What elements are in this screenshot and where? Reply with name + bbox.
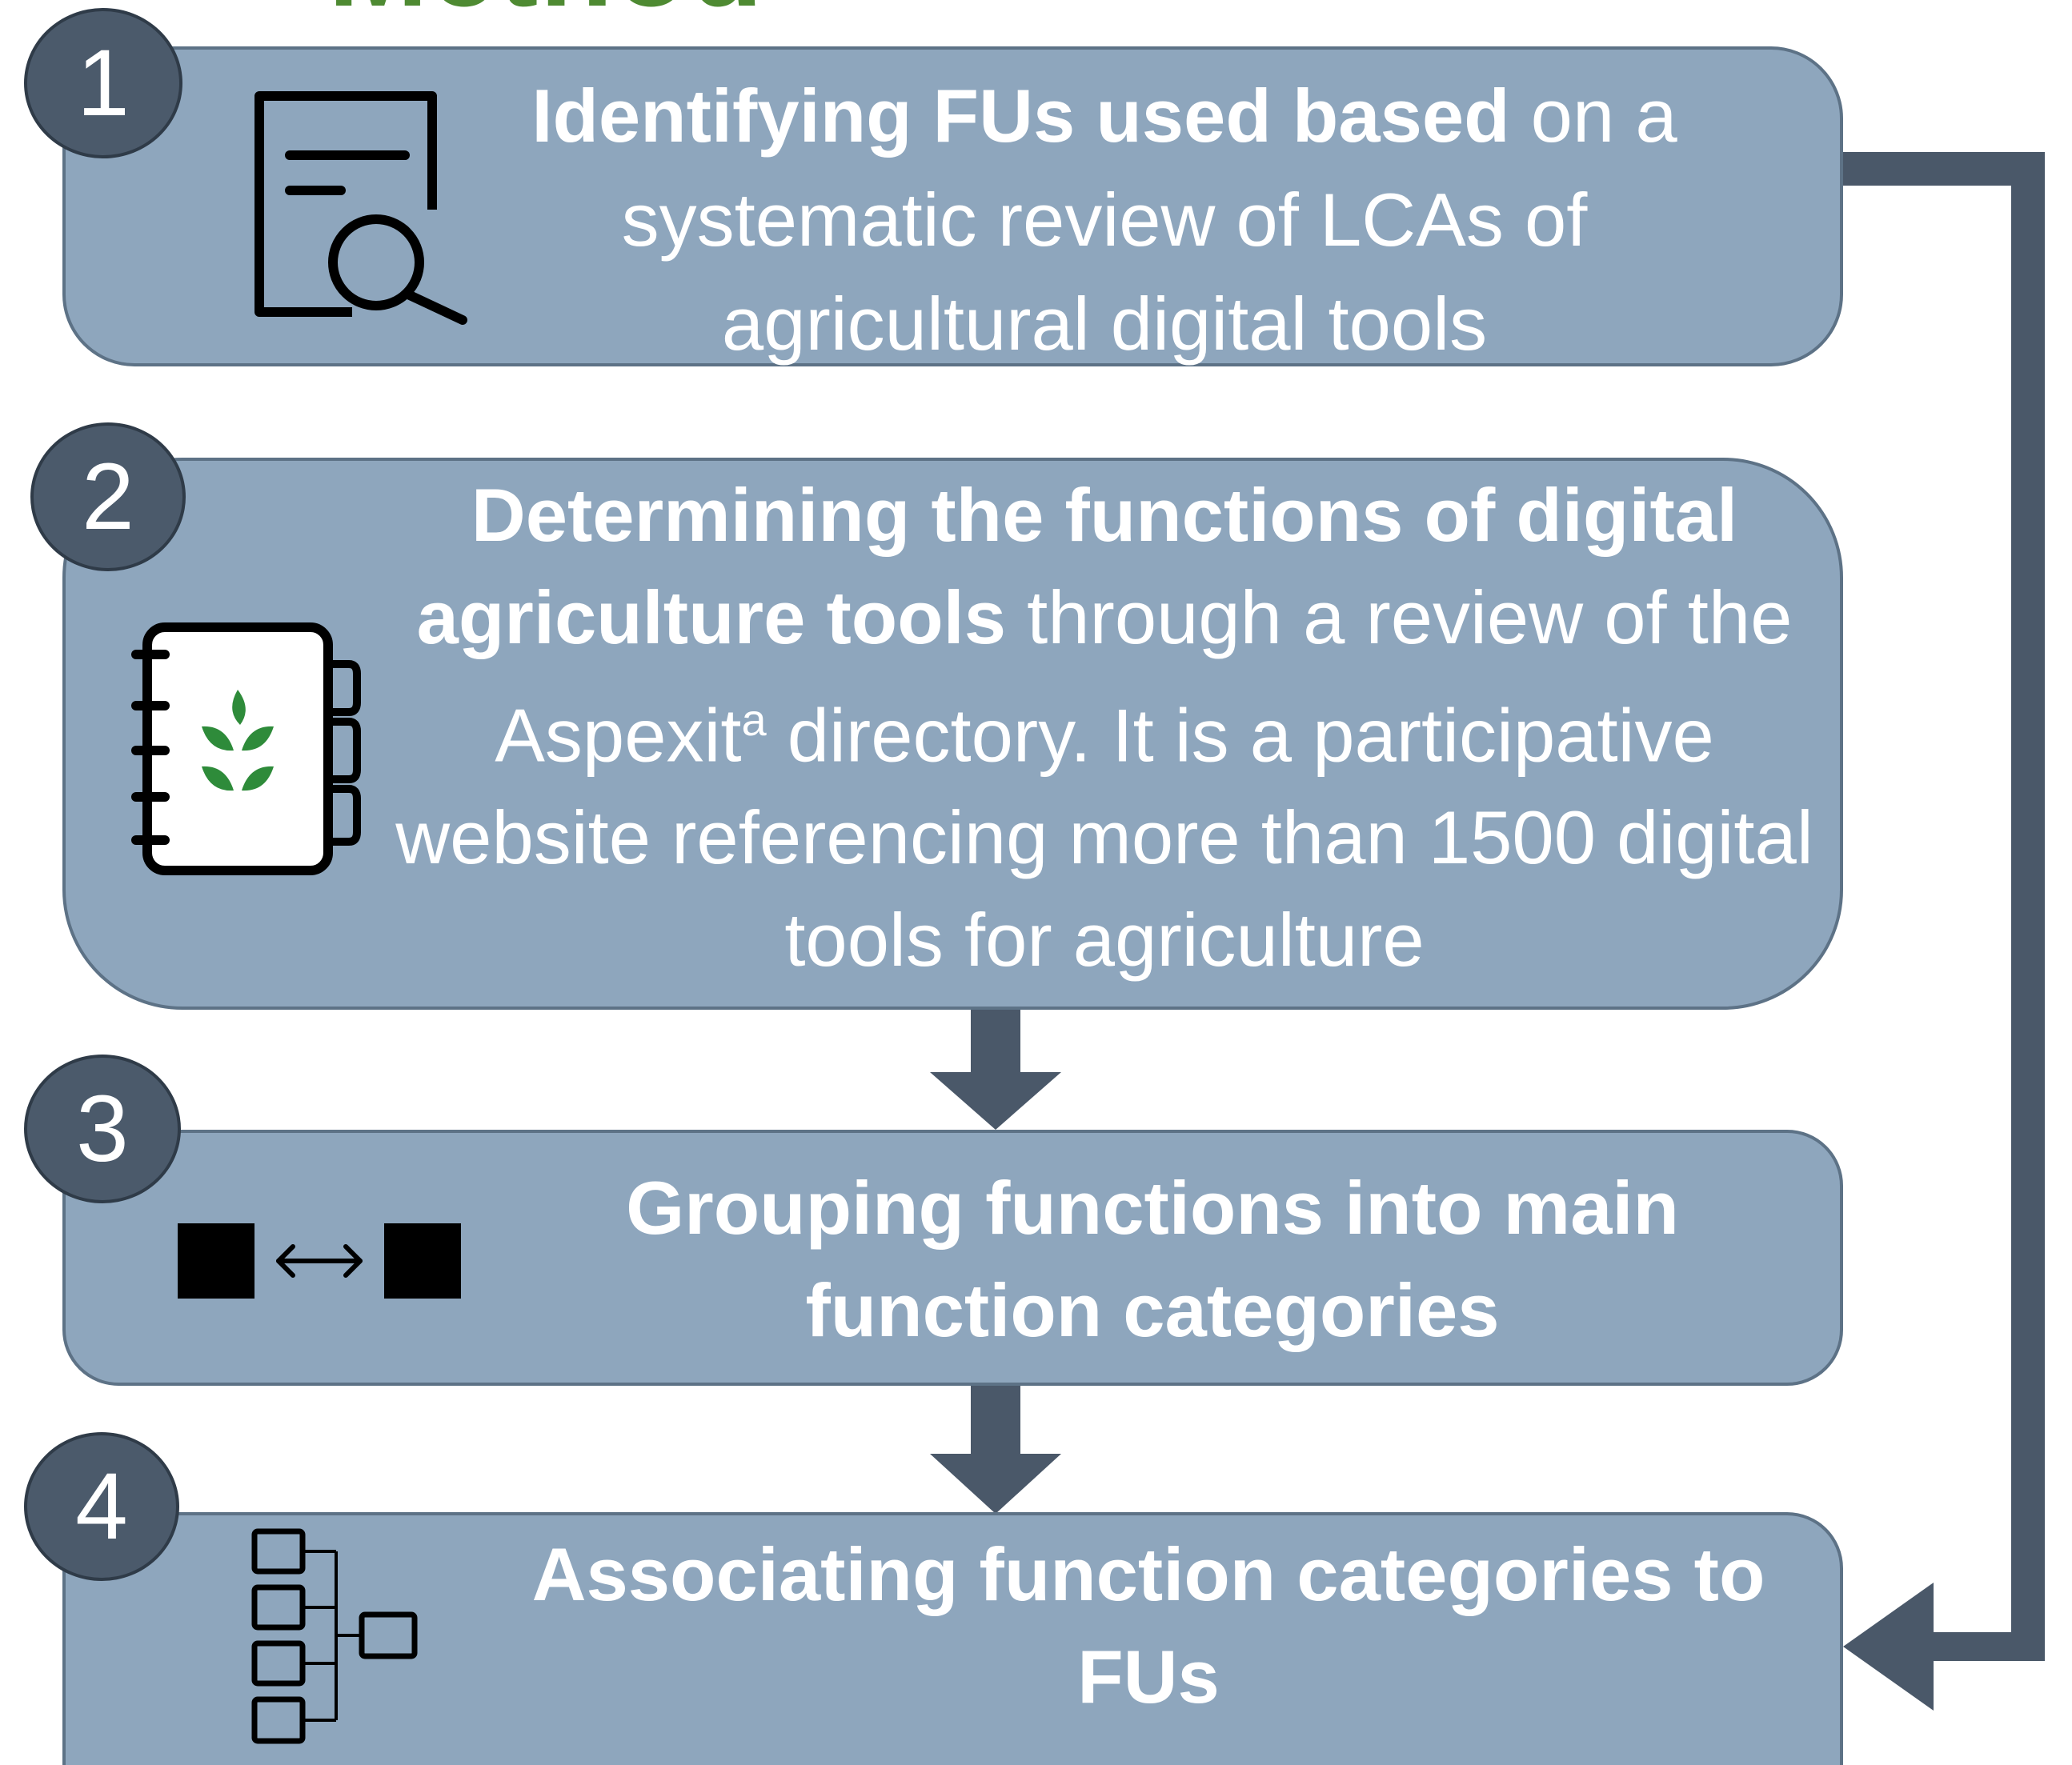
method-heading: Method [328, 0, 764, 24]
arrow-step1-to-step4 [1841, 152, 2045, 1711]
step-2-badge: 2 [30, 422, 186, 571]
step-2-bold-text: Determining the functions of digital agr… [416, 473, 1738, 659]
step-1-badge: 1 [24, 8, 182, 158]
wheat-leaf-icon [202, 690, 274, 791]
document-search-icon [254, 91, 467, 325]
agriculture-directory-icon [131, 622, 361, 875]
step-3-badge: 3 [24, 1055, 181, 1203]
step-2-text: Determining the functions of digital agr… [380, 464, 1829, 991]
step-3-text: Grouping functions into main function ca… [592, 1157, 1713, 1362]
grouping-squares-icon [178, 1223, 461, 1299]
step-1-bold-text: Identifying FUs used based [531, 74, 1510, 158]
step-4-badge: 4 [24, 1432, 179, 1581]
step-4-text: Associating function categories to FUs [520, 1523, 1777, 1728]
step-3-bold-text: Grouping functions into main function ca… [626, 1166, 1679, 1352]
step-4-bold-text: Associating function categories to FUs [531, 1532, 1765, 1719]
arrow-step2-to-step3 [930, 1010, 1061, 1130]
step-2-rest-text: through a review of the Aspexit [495, 575, 1793, 778]
step-1-rest-text: on a systematic review of LCAs of agricu… [621, 74, 1677, 366]
step-1-text: Identifying FUs used based on a systemat… [512, 64, 1697, 376]
step-2-footnote-marker: a [741, 694, 767, 745]
hierarchy-tree-icon [251, 1528, 418, 1744]
arrow-step3-to-step4 [930, 1386, 1061, 1514]
step-2-rest-text-2: directory. It is a participative website… [395, 693, 1814, 983]
